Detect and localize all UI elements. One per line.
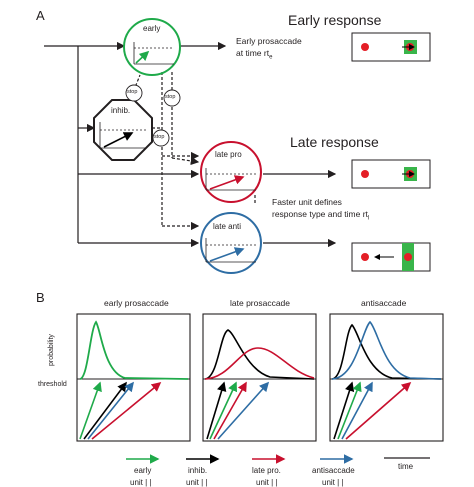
stop-text-1: stop <box>127 89 138 95</box>
late-pro-node-label: late pro <box>215 150 242 159</box>
inhib-to-early-line <box>129 74 141 101</box>
subplot-late-frame <box>202 313 317 442</box>
early-node <box>123 18 181 76</box>
stop-badge-1 <box>125 84 143 102</box>
subplot-anti-frame <box>329 313 444 442</box>
result-boxes <box>351 32 431 272</box>
early-desc-line2: at time rte <box>236 48 273 61</box>
anti-density-curve <box>331 320 442 380</box>
legend-label-late-pro: late pro. <box>252 466 281 475</box>
dashed-connections <box>152 72 256 231</box>
late-pro-node <box>200 141 262 203</box>
late-inhib-density-curve <box>204 329 315 380</box>
early-desc-line1: Early prosaccade <box>236 36 302 46</box>
stop-text-2: stop <box>165 94 176 100</box>
legend-label-inhib: inhib. <box>188 466 208 475</box>
early-node-label: early <box>143 24 161 33</box>
panel-a-label: A <box>36 8 45 23</box>
legend-label-anti: antisaccade <box>312 466 355 475</box>
threshold-axis-label: threshold <box>38 381 67 388</box>
early-response-heading: Early response <box>288 12 382 28</box>
late-anti-node-label: late anti <box>213 222 242 231</box>
late-response-heading: Late response <box>290 134 379 150</box>
late-desc-line1: Faster unit defines <box>272 197 342 207</box>
probability-axis-label: probability <box>48 334 55 366</box>
inhib-node <box>93 99 153 161</box>
stop-text-3: stop <box>154 134 165 140</box>
subplot-early-frame <box>76 313 191 442</box>
legend-unit-early: unit | | <box>130 478 152 487</box>
late-anti-node <box>200 212 262 274</box>
anti-inhib-density-curve <box>331 323 442 380</box>
legend-label-early: early <box>134 466 152 475</box>
legend-unit-anti: unit | | <box>322 478 344 487</box>
late-pro-density-curve <box>204 347 315 380</box>
stop-badge-2 <box>163 89 181 107</box>
time-axis-label: time <box>398 462 414 471</box>
legend-unit-inhib: unit | | <box>186 478 208 487</box>
early-density-curve <box>79 320 189 380</box>
subplot-title-late: late prosaccade <box>230 298 291 308</box>
panel-b-plots <box>76 313 444 464</box>
subplot-title-early: early prosaccade <box>104 298 169 308</box>
stop-badge-3 <box>152 129 170 147</box>
panel-b-label: B <box>36 290 45 305</box>
panel-a-diagram <box>44 18 337 274</box>
late-desc-line2: response type and time rtl <box>272 209 370 222</box>
legend-unit-late-pro: unit | | <box>256 478 278 487</box>
subplot-title-anti: antisaccade <box>361 298 407 308</box>
inhib-node-label: inhib. <box>111 106 131 115</box>
